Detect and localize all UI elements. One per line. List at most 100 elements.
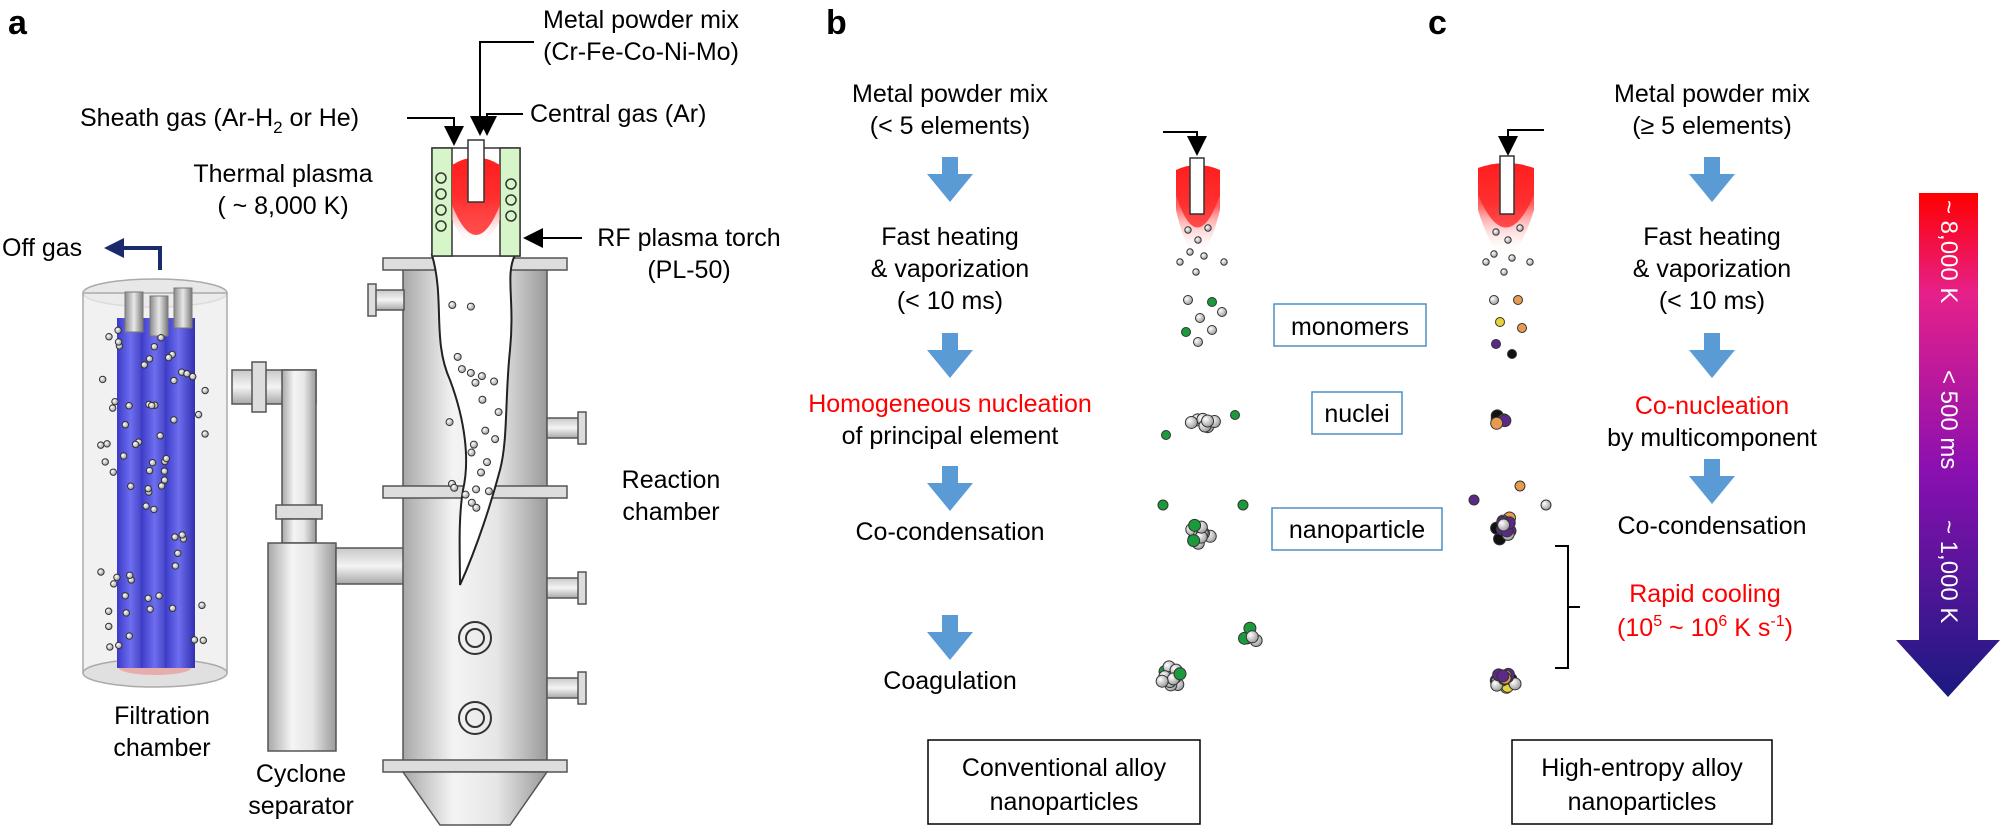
- c-process-illustration: [1468, 129, 1552, 694]
- high-entropy-alloy-box: High-entropy alloy nanoparticles: [1511, 739, 1773, 825]
- particle: [1508, 254, 1516, 262]
- central-gas-label: Central gas (Ar): [530, 100, 706, 128]
- conventional-alloy-box: Conventional alloy nanoparticles: [927, 739, 1201, 825]
- rf-torch-label-2: (PL-50): [647, 256, 730, 284]
- particle: [1188, 518, 1202, 532]
- particle: [466, 302, 475, 311]
- particle: [1207, 325, 1217, 335]
- particle: [145, 466, 154, 475]
- particle: [1500, 268, 1508, 276]
- particle: [1491, 339, 1501, 349]
- particle: [1195, 313, 1205, 323]
- particle: [1230, 410, 1240, 420]
- particle: [484, 487, 493, 496]
- particle: [97, 441, 105, 449]
- particle: [1161, 430, 1171, 440]
- particle: [174, 549, 182, 557]
- particle: [131, 440, 140, 449]
- particle: [1187, 534, 1201, 548]
- off-gas-label: Off gas: [2, 234, 82, 262]
- particle: [1176, 258, 1184, 266]
- particle: [157, 334, 165, 342]
- particle: [98, 375, 107, 384]
- particle: [1495, 317, 1505, 327]
- particle: [453, 352, 462, 361]
- particle: [150, 342, 159, 351]
- particle: [140, 361, 149, 369]
- particle: [472, 503, 481, 512]
- particle: [1217, 307, 1227, 317]
- particle: [150, 505, 158, 514]
- particle: [491, 435, 500, 444]
- conventional-box-line-2: nanoparticles: [990, 788, 1139, 816]
- particle: [1516, 224, 1524, 232]
- particle: [109, 468, 117, 476]
- particle: [119, 452, 128, 460]
- particle: [146, 605, 154, 613]
- particle: [122, 609, 130, 617]
- particle: [472, 485, 481, 494]
- reaction-chamber-label-2: chamber: [622, 498, 719, 526]
- b-heating-label-1: Fast heating: [881, 223, 1019, 251]
- particle: [466, 368, 475, 377]
- particle: [198, 601, 206, 610]
- particle: [1183, 295, 1193, 305]
- b-heating-label-3: (< 10 ms): [897, 287, 1003, 315]
- c-flow-arrow-3: [1689, 459, 1735, 504]
- particle: [171, 562, 180, 570]
- particle: [1482, 258, 1490, 266]
- particle: [145, 355, 154, 363]
- particle: [168, 604, 177, 612]
- particle: [103, 440, 111, 448]
- particle: [114, 338, 123, 346]
- particle: [1489, 295, 1499, 305]
- particle: [494, 408, 503, 417]
- particle: [156, 432, 164, 440]
- gradient-label-1000k: ~ 1,000 K: [1935, 520, 1962, 623]
- particle: [162, 454, 171, 463]
- particle: [106, 643, 114, 651]
- b-nucleation-label-2: of principal element: [842, 422, 1059, 450]
- panel-label-a: a: [8, 4, 28, 42]
- particle: [448, 301, 457, 310]
- particle: [101, 458, 109, 466]
- particle: [104, 607, 113, 615]
- particle: [1184, 415, 1198, 429]
- particle: [1192, 268, 1200, 276]
- particle: [1490, 416, 1504, 430]
- b-flow-arrow-4: [927, 615, 973, 660]
- particle: [1507, 349, 1517, 359]
- c-heating-label-1: Fast heating: [1643, 223, 1781, 251]
- particle: [1496, 669, 1510, 683]
- filtration-chamber-label-2: chamber: [113, 734, 210, 762]
- thermal-plasma-label-2: ( ~ 8,000 K): [217, 192, 348, 220]
- b-heating-label-2: & vaporization: [871, 255, 1029, 283]
- particle: [483, 458, 492, 467]
- filtration-particles: [97, 326, 209, 651]
- b-flow-arrow-1: [927, 157, 973, 202]
- particle: [97, 568, 105, 576]
- c-cocondensation-label: Co-condensation: [1617, 512, 1806, 540]
- particle: [121, 592, 129, 600]
- particle: [1497, 518, 1511, 532]
- c-heating-label-3: (< 10 ms): [1659, 287, 1765, 315]
- cyclone-separator: [267, 542, 407, 752]
- powder-mix-label-a2: (Cr-Fe-Co-Ni-Mo): [543, 38, 739, 66]
- particle: [1245, 630, 1259, 644]
- particle: [164, 353, 173, 362]
- particle: [111, 397, 119, 406]
- filtration-chamber-label-1: Filtration: [114, 702, 210, 730]
- particle: [125, 632, 134, 640]
- c-cooling-rate-label: (105 ~ 106 K s-1): [1617, 613, 1793, 642]
- particle: [445, 418, 454, 427]
- stage-label-nuclei: nuclei: [1311, 391, 1403, 435]
- filtration-chamber: [82, 278, 228, 688]
- cyclone-separator-label-1: Cyclone: [256, 760, 346, 788]
- particle: [115, 641, 123, 650]
- conventional-box-line-1: Conventional alloy: [962, 754, 1167, 782]
- particle: [467, 448, 476, 457]
- particle: [189, 372, 197, 381]
- central-gas-line: [477, 113, 523, 136]
- b-process-illustration: [1155, 131, 1263, 692]
- panel-label-b: b: [826, 4, 847, 42]
